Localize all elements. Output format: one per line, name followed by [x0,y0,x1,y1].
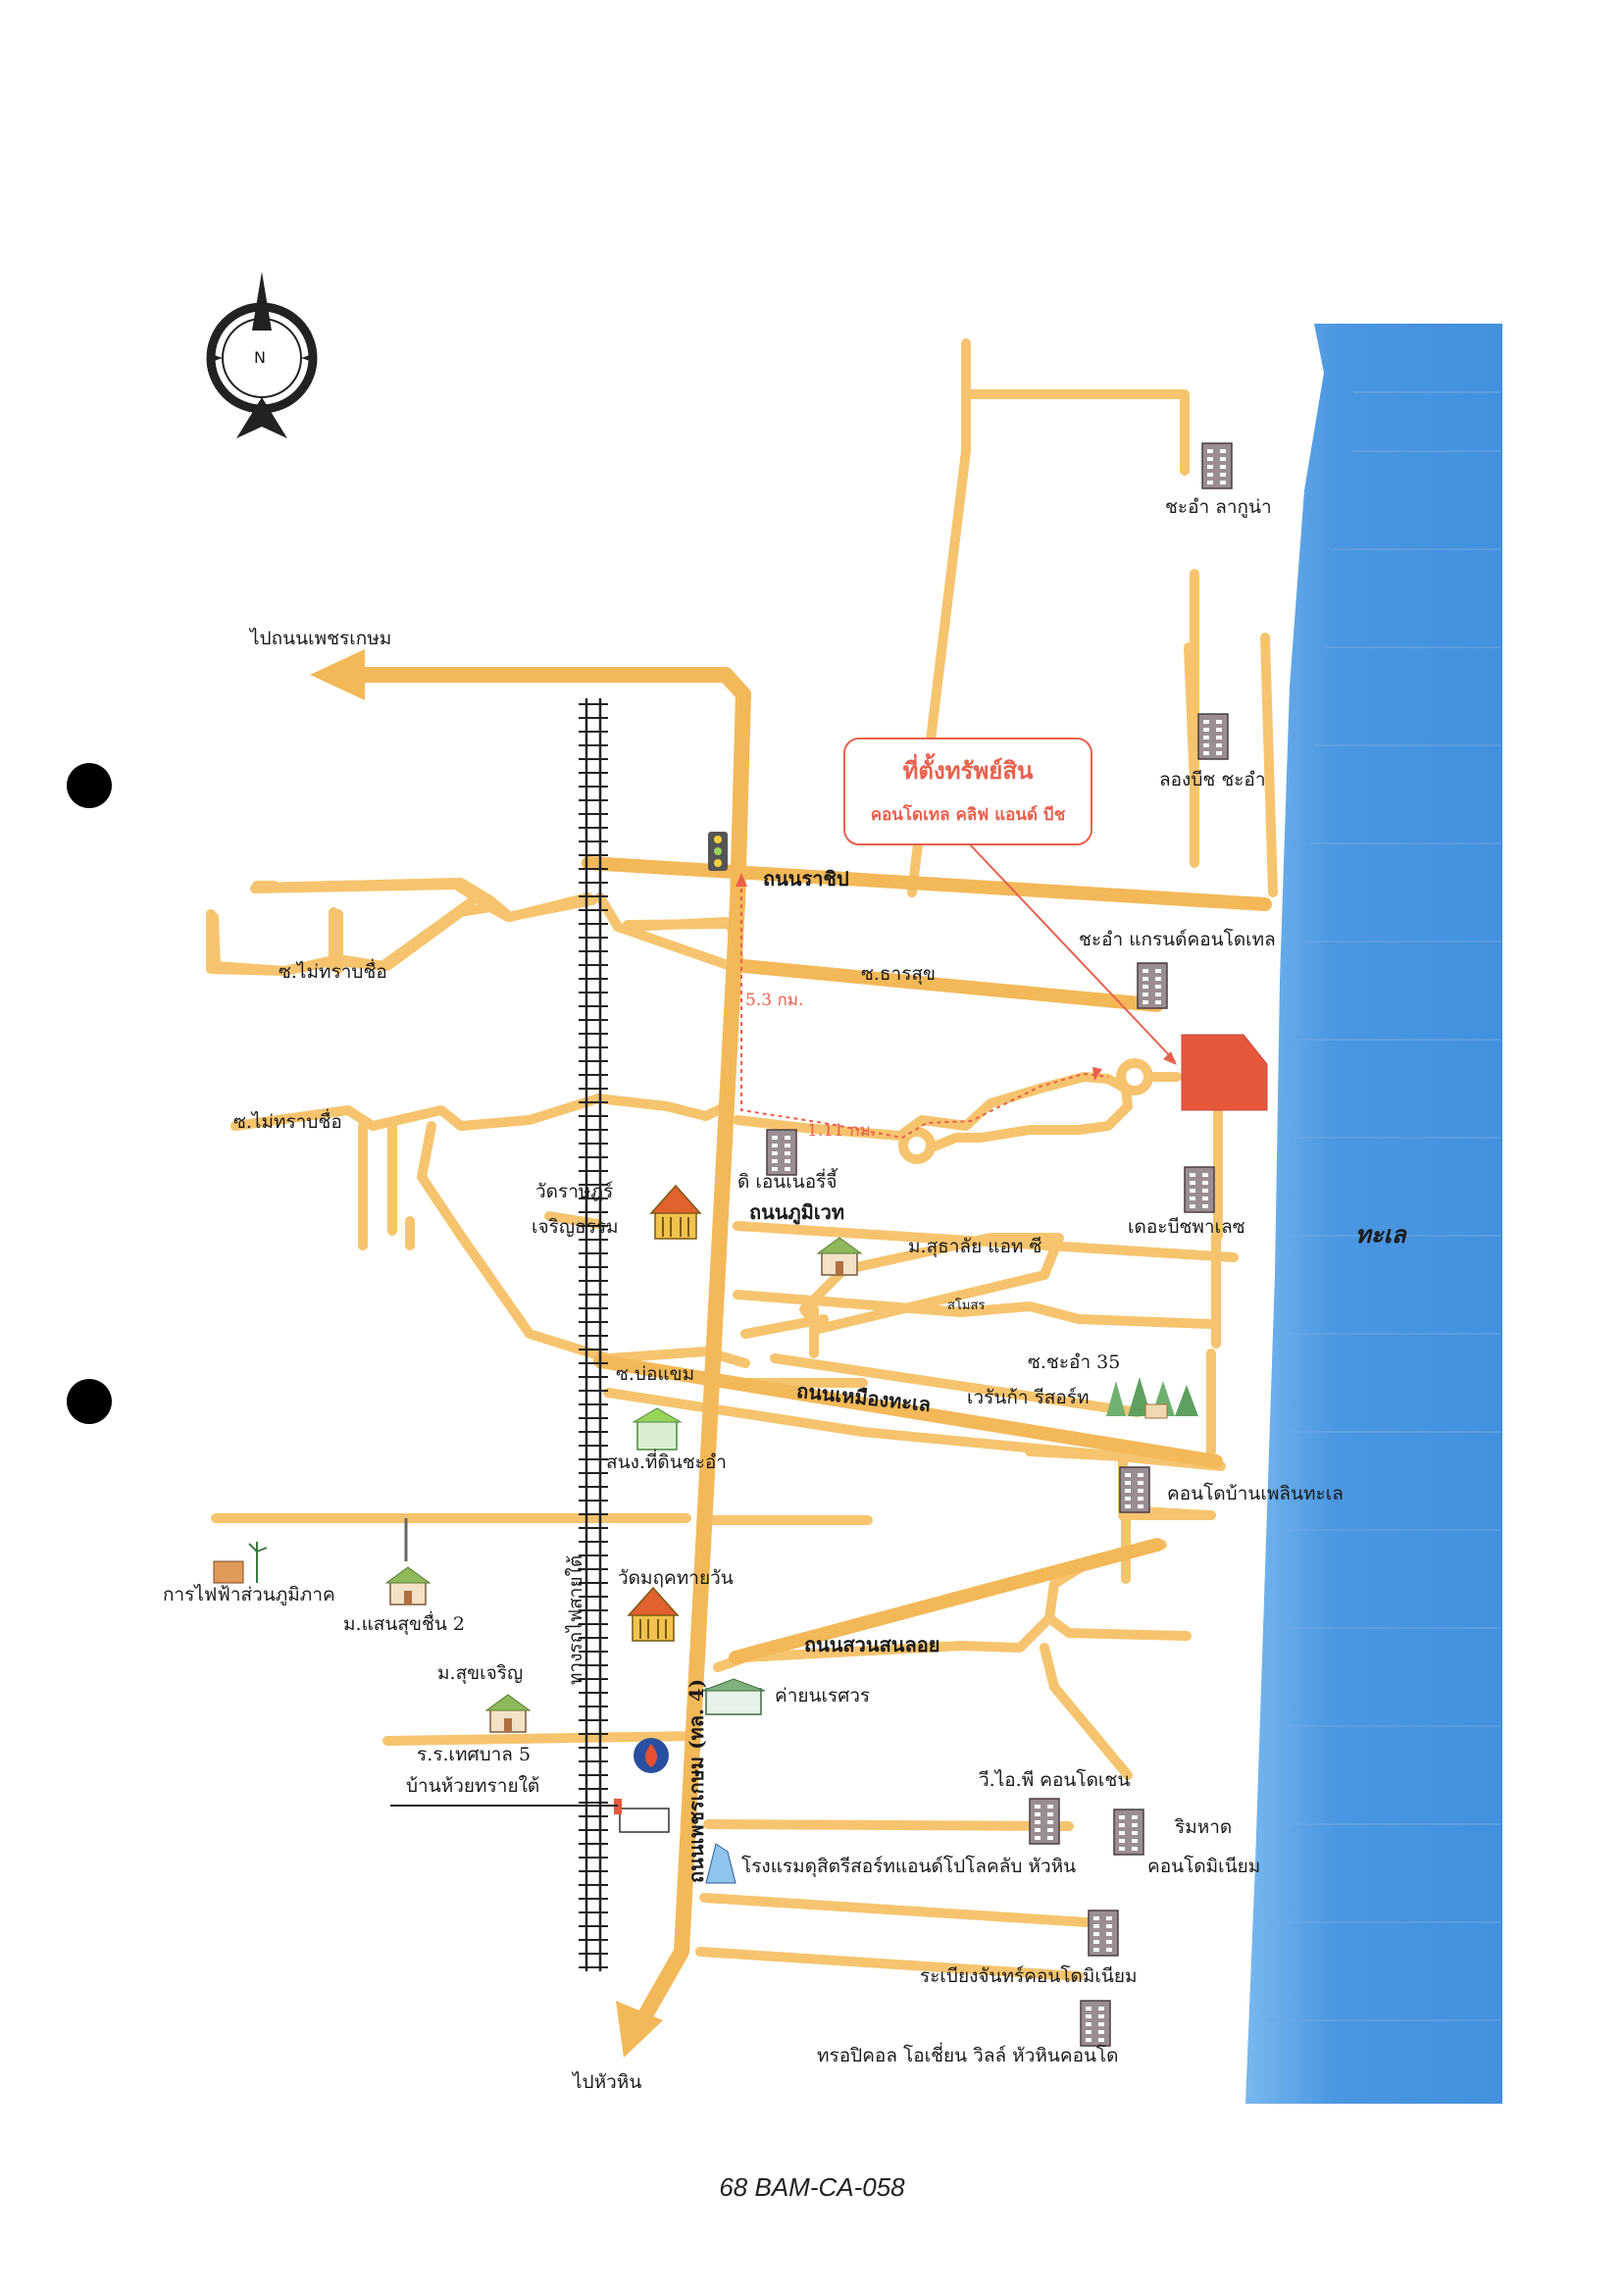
road-label-ratchapi: ถนนราชิป [763,867,849,891]
binder-hole [67,763,112,808]
distance-east: 1.11 กม. [807,1121,877,1141]
place-the-beach-palace: เดอะบีชพาเลซ [1128,1216,1245,1238]
condo-building-icon [1029,1798,1060,1845]
leader-line [390,1805,618,1807]
condo-building-icon [1197,713,1229,760]
house-icon [484,1694,532,1733]
condo-building-icon [1201,442,1233,489]
place-saen-sook-2: ม.แสนสุขชื่น 2 [343,1613,465,1635]
callout-pointer-head [1163,1051,1177,1065]
temple-icon [627,1586,680,1642]
condo-building-icon [1137,962,1168,1009]
place-veranda: เวรันก้า รีสอร์ท [967,1387,1090,1408]
sea-area [1245,324,1502,2104]
property-site[interactable] [1181,1034,1268,1111]
compass-icon [206,272,318,438]
main-roads [582,856,1272,1664]
binder-hole [67,1379,112,1424]
place-land-office: สนง.ที่ดินชะอำ [606,1452,727,1473]
place-the-anegury: ดิ เอนเนอรี่จี้ [737,1171,837,1193]
place-suthalai: ม.สุธาลัย แอท ซี [908,1236,1042,1257]
road-label-soi-chaam-35: ซ.ชะอำ 35 [1028,1351,1121,1373]
road-label-dharmasuk: ซ.ธารสุข [861,963,936,985]
upper-soi-roads [209,878,1157,1007]
place-vip-condo: วี.ไอ.พี คอนโดเชน [979,1769,1131,1791]
place-longbeach: ลองบีช ชะอำ [1159,769,1266,790]
property-access-road [733,1058,1182,1164]
place-rimhaad-2: คอนโดมิเนียม [1147,1856,1261,1877]
place-condo-baan-ploen: คอนโดบ้านเพลินทะเล [1167,1483,1344,1504]
place-wat-1: วัดราษฎร์ [535,1181,614,1202]
road-label-to-phetkasem: ไปถนนเพชรเกษม [250,628,392,649]
place-wat-2: เจริญธรรม [532,1216,619,1238]
place-pond: สโมสร [947,1299,986,1313]
place-rimhaad-1: ริมหาด [1175,1816,1233,1838]
place-baan-huai-sai: บ้านห้วยทรายใต้ [406,1775,540,1797]
sea-label: ทะเล [1355,1221,1406,1248]
compass-north-letter: N [254,348,266,367]
condo-building-icon [766,1129,797,1176]
road-label-phetkasem: ถนนเพชรเกษม (ทล. 4) [685,1678,708,1883]
school-icon [614,1799,670,1833]
minor-roads [206,338,1278,1981]
place-chaam-laguna: ชะอำ ลากูน่า [1165,496,1272,518]
place-school: ร.ร.เทศบาล 5 [417,1744,532,1765]
temple-icon [649,1184,702,1240]
road-label-unknown-soi-2: ซ.ไม่ทราบชื่อ [233,1111,342,1133]
distance-route [740,881,1109,1140]
route-arrow-right [1092,1067,1102,1081]
arrow-to-huahin [616,2001,663,2058]
phetkasem-road [355,667,751,2028]
power-authority-icon [213,1542,268,1584]
condo-building-icon [1184,1166,1215,1213]
land-office-icon [632,1407,683,1451]
road-label-suan-son-loi: ถนนสวนสนลอย [804,1633,940,1656]
place-pea: การไฟฟ้าส่วนภูมิภาค [163,1584,335,1605]
road-label-unknown-soi-1: ซ.ไม่ทราบชื่อ [279,961,387,983]
house-icon [384,1566,431,1605]
callout-title: ที่ตั้งทรัพย์สิน [902,757,1034,785]
place-dusit: โรงแรมดุสิตรีสอร์ทแอนด์โปโลคลับ หัวหิน [741,1856,1077,1877]
railway [579,698,608,1971]
condo-building-icon [1113,1809,1144,1856]
place-tropical-oasis: ทรอปิคอล โอเชี่ยน วิลล์ หัวหินคอนโด [817,2045,1119,2066]
place-rabiang-jan: ระเบียงจันทร์คอนโดมิเนียม [920,1965,1138,1987]
place-wat-rudee: วัดมฤคทายวัน [618,1567,734,1589]
condo-building-icon [1119,1466,1150,1513]
place-camp: ค่ายนเรศวร [775,1685,871,1707]
callout-pointer [968,842,1176,1062]
house-icons [384,1237,863,1733]
document-code: 68 BAM-CA-058 [719,2172,905,2202]
property-callout[interactable]: ที่ตั้งทรัพย์สิน คอนโดเทล คลิฟ แอนด์ บีช [843,738,1092,845]
camp-icon [701,1678,766,1715]
gas-station-icon [634,1738,669,1773]
road-label-to-huahin: ไปหัวหิน [573,2071,642,2093]
distance-north: 5.3 กม. [745,991,804,1010]
route-arrow-up [736,873,747,887]
sea-waves [1265,391,1500,2021]
resort-trees-icon [1106,1377,1198,1419]
house-icon [816,1237,863,1276]
condo-building-icon [1088,1910,1119,1957]
road-label-railway: ทางรถไฟสายใต้ [565,1554,586,1685]
place-suk-charoen: ม.สุขเจริญ [437,1662,524,1684]
road-label-soi-boyam: ซ.บ่อแขม [616,1363,695,1385]
place-grand-condotel: ชะอำ แกรนด์คอนโดเทล [1079,929,1276,950]
condo-building-icon [1080,2000,1111,2047]
callout-subtitle: คอนโดเทล คลิฟ แอนด์ บีช [870,805,1066,825]
arrow-to-phetkasem [310,649,365,700]
road-label-phumiwet: ถนนภูมิเวท [749,1200,845,1224]
traffic-light-icon [708,832,728,871]
building-icons [766,442,1233,2047]
hotel-icon [705,1843,736,1884]
